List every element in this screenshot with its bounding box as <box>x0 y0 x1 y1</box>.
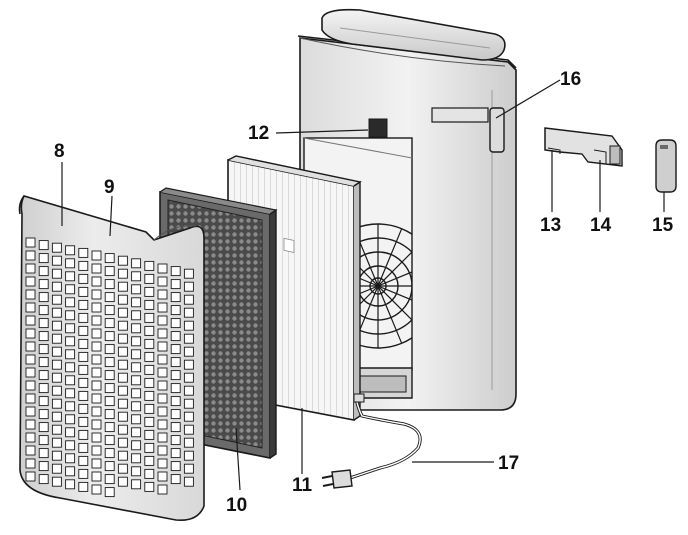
water-tank-slot <box>489 107 505 153</box>
leader-lines <box>61 79 665 491</box>
carry-handle <box>321 8 506 61</box>
callout-9: 9 <box>104 177 115 198</box>
callout-8: 8 <box>54 141 65 162</box>
leader-line-10 <box>235 427 241 491</box>
power-cord <box>348 393 422 480</box>
leader-line-16 <box>495 79 561 119</box>
air-intake-grid <box>25 237 194 498</box>
callout-16: 16 <box>560 69 582 90</box>
tank-cap <box>655 139 677 193</box>
leader-line-9 <box>109 195 113 237</box>
rear-panel <box>18 195 205 522</box>
power-plug-icon <box>321 469 353 489</box>
callout-13: 13 <box>540 215 562 236</box>
callout-10: 10 <box>226 495 248 516</box>
callout-15: 15 <box>652 215 674 236</box>
callout-12: 12 <box>248 123 270 144</box>
callout-14: 14 <box>590 215 612 236</box>
sensor-window <box>368 118 388 138</box>
callout-11: 11 <box>292 475 313 496</box>
callout-17: 17 <box>498 453 520 474</box>
leader-line-12 <box>275 129 369 134</box>
tank-bracket <box>544 127 623 167</box>
